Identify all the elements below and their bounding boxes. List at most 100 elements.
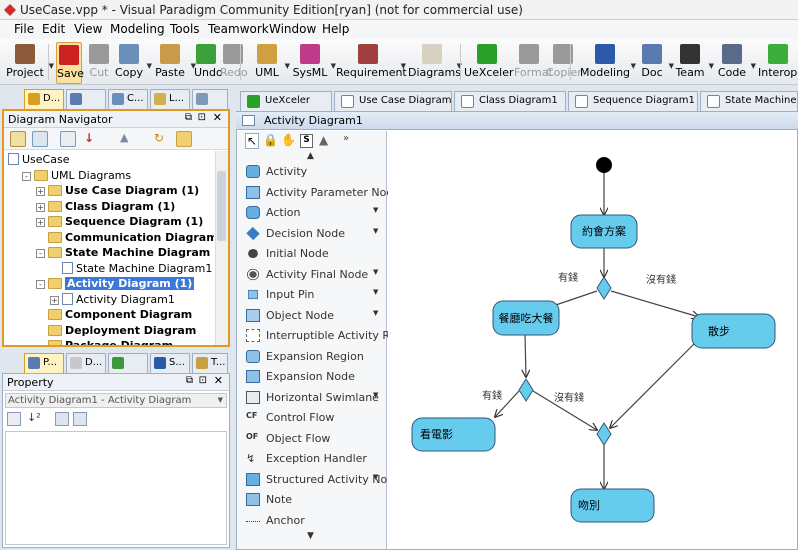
tab-state-machine-diagram[interactable]: State Machine Diagr [700, 91, 798, 111]
action-node[interactable]: 吻別 [570, 488, 655, 523]
tab-sequence-diagram[interactable]: Sequence Diagram1 [568, 91, 698, 111]
palette-item-input-pin[interactable]: Input Pin▼ [243, 286, 383, 304]
refresh-icon[interactable]: ↻ [154, 131, 165, 145]
float-icon[interactable]: ⧉ [184, 112, 192, 123]
palette-item-exception-handler[interactable]: ↯Exception Handler [243, 450, 383, 468]
chevron-down-icon[interactable]: ▼ [190, 62, 196, 70]
tab-diagram-navigator[interactable]: D... [24, 89, 64, 109]
chevron-down-icon[interactable]: ▼ [373, 288, 379, 296]
tree-node[interactable]: Communication Diagram [36, 231, 214, 246]
chevron-down-icon[interactable]: ▼ [373, 267, 379, 276]
control-flow[interactable] [610, 343, 695, 428]
filter-icon[interactable] [60, 131, 76, 147]
action-node[interactable]: 散步 [691, 313, 776, 349]
merge-node[interactable] [596, 422, 612, 446]
navigator-scroll-thumb[interactable] [217, 171, 226, 241]
palette-item-interruptible-activity-region[interactable]: Interruptible Activity Region [243, 327, 420, 345]
tree-node[interactable]: -State Machine Diagram (1) [36, 246, 214, 261]
chevron-down-icon[interactable]: ▼ [373, 308, 379, 317]
decision-node[interactable] [518, 378, 534, 402]
toolbar-requirement-button[interactable]: Requirement▼ [336, 42, 407, 84]
palette-item-structured-activity-node[interactable]: Structured Activity Node▼ [243, 471, 401, 489]
decision-node[interactable] [596, 276, 612, 300]
expand-icon[interactable]: + [36, 202, 45, 212]
tab-class-diagram[interactable]: Class Diagram1 [454, 91, 566, 111]
chevron-down-icon[interactable]: ▼ [48, 62, 54, 70]
palette-item-expansion-node[interactable]: Expansion Node [243, 368, 383, 386]
lock-icon[interactable]: 🔒 [263, 133, 278, 147]
tab-uexceler[interactable]: UeXceler [240, 91, 332, 111]
pin-icon[interactable]: ⊡ [198, 375, 207, 386]
collapse-icon[interactable]: - [22, 171, 31, 181]
close-icon[interactable]: ✕ [213, 374, 223, 387]
toolbar-sysml-button[interactable]: SysML▼ [290, 42, 336, 84]
close-icon[interactable]: ✕ [212, 111, 222, 124]
toolbar-modeling-button[interactable]: Modeling▼ [580, 42, 636, 84]
tree-node[interactable]: +Class Diagram (1) [36, 200, 175, 215]
scroll-down-icon[interactable]: ▼ [307, 531, 314, 541]
menu-teamwork[interactable]: Teamwork [208, 22, 269, 36]
palette-item-activity[interactable]: Activity [243, 163, 383, 181]
expand-icon[interactable]: + [36, 187, 45, 196]
chevron-down-icon[interactable]: ▼ [146, 62, 152, 70]
up-icon[interactable]: ▲ [120, 131, 129, 144]
toolbar-save-button[interactable]: Save [56, 42, 84, 84]
tree-node[interactable]: -Activity Diagram (1) [36, 277, 195, 292]
control-flow[interactable] [495, 390, 520, 417]
chevron-down-icon[interactable]: ▼ [400, 62, 406, 70]
tab-layers[interactable] [108, 353, 148, 373]
chevron-down-icon[interactable]: ▼ [373, 472, 379, 481]
chevron-down-icon[interactable]: ▼ [373, 390, 379, 399]
toolbar-interope-button[interactable]: Interope [758, 42, 798, 84]
tab-logical-view[interactable]: L... [150, 89, 190, 109]
palette-item-object-node[interactable]: Object Node▼ [243, 307, 383, 325]
tree-node[interactable]: +Use Case Diagram (1) [36, 184, 199, 199]
tab-search[interactable] [192, 89, 228, 109]
toolbar-team-button[interactable]: Team▼ [672, 42, 714, 84]
chevron-down-icon[interactable]: ▼ [373, 206, 379, 214]
toolbar-diagrams-button[interactable]: Diagrams▼ [408, 42, 462, 84]
expand-icon[interactable]: + [50, 295, 59, 305]
folder-icon[interactable] [176, 131, 192, 147]
tab-class-repository[interactable]: C... [108, 89, 148, 109]
palette-item-expansion-region[interactable]: Expansion Region [243, 348, 383, 366]
pin-icon[interactable]: ⊡ [197, 112, 206, 123]
float-icon[interactable]: ⧉ [185, 375, 193, 386]
palette-item-initial-node[interactable]: Initial Node [243, 245, 383, 263]
view-options-icon[interactable] [32, 131, 48, 147]
toolbar-uexceler-button[interactable]: UeXceler [464, 42, 514, 84]
palette-item-note[interactable]: Note [243, 491, 383, 509]
palette-item-activity-final-node[interactable]: Activity Final Node▼ [243, 266, 383, 284]
menu-view[interactable]: View [74, 22, 103, 36]
sort-icon[interactable]: ↓ [84, 131, 95, 145]
palette-item-decision-node[interactable]: Decision Node▼ [243, 225, 383, 243]
hand-icon[interactable]: ✋ [281, 133, 296, 147]
chevron-down-icon[interactable]: ▼ [668, 62, 674, 70]
control-flow[interactable] [610, 290, 699, 317]
control-flow[interactable] [525, 334, 526, 377]
tree-node[interactable]: State Machine Diagram1 [50, 261, 212, 277]
menu-file[interactable]: File [14, 22, 35, 36]
tree-node[interactable]: +Sequence Diagram (1) [36, 215, 203, 230]
categorize-icon[interactable] [7, 412, 21, 426]
initial-node[interactable] [596, 157, 612, 173]
chevron-down-icon[interactable]: ▼ [373, 226, 379, 235]
tree-node[interactable]: +Activity Diagram1 [50, 292, 175, 308]
chevron-down-icon[interactable]: ▼ [630, 62, 636, 70]
expand-all-icon[interactable] [55, 412, 69, 426]
tree-node[interactable]: Component Diagram [36, 308, 192, 323]
menu-window[interactable]: Window [269, 22, 317, 36]
menu-help[interactable]: Help [322, 22, 350, 36]
selector-arrow-icon[interactable]: ↖ [245, 133, 259, 149]
sticky-icon[interactable]: S [300, 134, 313, 148]
toolbar-copy-button[interactable]: Copy▼ [112, 42, 152, 84]
tab-stencil[interactable]: S... [150, 353, 190, 373]
chevron-down-icon[interactable]: ▼ [457, 62, 462, 70]
tree-node[interactable]: Deployment Diagram [36, 324, 196, 339]
menu-modeling[interactable]: Modeling [110, 22, 165, 36]
toolbar-undo-button[interactable]: Undo [194, 42, 223, 84]
tree-node[interactable]: -UML Diagrams [22, 169, 131, 184]
tab-diagram-backlog[interactable]: D... [66, 353, 106, 373]
chevron-down-icon[interactable]: ▼ [284, 62, 290, 70]
